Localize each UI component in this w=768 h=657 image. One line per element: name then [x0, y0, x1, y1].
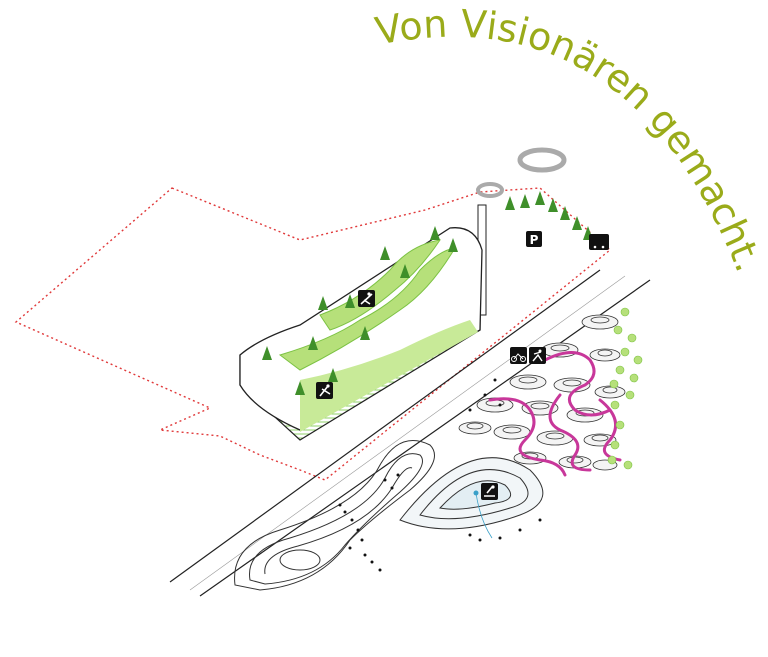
roof-trees [262, 226, 458, 395]
park-trees [607, 307, 643, 470]
sledge-path [475, 492, 493, 539]
power-plant-building [239, 227, 483, 441]
climbing-icon [316, 382, 333, 399]
skate-track [234, 440, 435, 591]
ski-icon [358, 290, 375, 307]
site-boundary [14, 187, 612, 481]
bike-icon [510, 347, 527, 364]
diagram-title-text: Von Visionären gemacht. [372, 2, 768, 278]
smoke-ring-small [476, 182, 504, 198]
bike-trails [488, 351, 622, 477]
sledge-icon [481, 483, 498, 500]
crowd-figures [338, 378, 542, 572]
smoke-ring-large [517, 147, 567, 173]
running-icon [529, 347, 546, 364]
svg-text:P: P [530, 233, 539, 247]
hill-cluster [458, 314, 626, 471]
parking-icon: P [526, 231, 542, 247]
bus-icon [589, 234, 609, 250]
sledge-hill [399, 457, 544, 530]
boundary-trees [505, 191, 593, 240]
diagram-title: Von Visionären gemacht. [372, 2, 768, 278]
